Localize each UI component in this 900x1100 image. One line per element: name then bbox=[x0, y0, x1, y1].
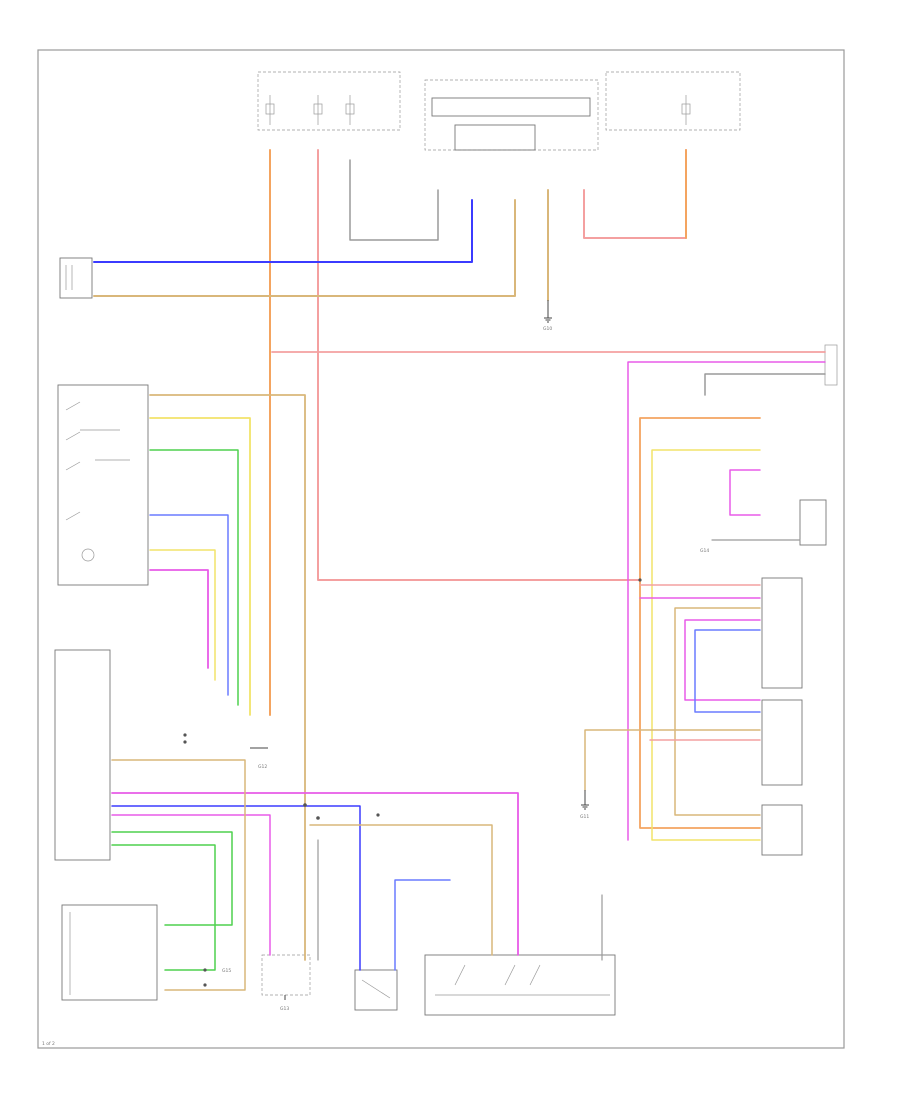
wire-green-switch bbox=[149, 449, 239, 706]
switch-bottom-left bbox=[61, 904, 158, 1001]
bottom-ground-box bbox=[261, 954, 311, 996]
ground-symbol-4: G13 bbox=[280, 995, 289, 1012]
wire-green-cm bbox=[111, 831, 233, 926]
right-connector-top bbox=[824, 344, 838, 386]
diagram-frame bbox=[37, 49, 845, 1049]
control-switch-module bbox=[57, 384, 149, 586]
wire-blue-cm bbox=[111, 805, 361, 971]
wire-magenta-right bbox=[627, 361, 826, 841]
ground-symbol-1: G10 bbox=[543, 300, 552, 332]
bottom-switch-box-right bbox=[424, 954, 616, 1016]
wire-right-m1-e bbox=[694, 629, 761, 713]
bottom-switch-center bbox=[354, 969, 398, 1011]
wire-magenta-switch bbox=[149, 569, 209, 669]
wire-orange-right-mid bbox=[639, 417, 761, 829]
wire-blue-top bbox=[93, 199, 473, 263]
ground-label-4: G13 bbox=[280, 1006, 289, 1012]
wire-gray-right bbox=[704, 373, 826, 396]
fuse-box-right bbox=[605, 71, 741, 131]
wire-yellow-2 bbox=[149, 549, 216, 681]
wire-magenta-right-2 bbox=[729, 469, 761, 516]
wire-pink-left bbox=[317, 149, 641, 581]
control-module-left bbox=[54, 649, 111, 861]
wire-pink-right-top bbox=[583, 149, 687, 239]
right-module-1 bbox=[761, 577, 803, 689]
fuse-box-left bbox=[257, 71, 401, 131]
page-code: 1 of 2 bbox=[42, 1041, 55, 1047]
right-module-3 bbox=[761, 804, 803, 856]
ground-symbol-5: G14 bbox=[700, 548, 709, 554]
switch-top-left bbox=[59, 257, 93, 299]
wire-right-m1-d bbox=[684, 619, 761, 701]
right-sensor bbox=[799, 499, 827, 546]
wire-lightblue-bottom bbox=[394, 879, 451, 971]
ground-label-6: G15 bbox=[222, 968, 231, 974]
ground-label-5: G14 bbox=[700, 548, 709, 554]
wire-tan-cm bbox=[111, 759, 246, 991]
wire-right-m1-c bbox=[674, 607, 761, 816]
ground-symbol-3: G12 bbox=[250, 747, 268, 770]
wire-magenta-cm bbox=[111, 792, 519, 956]
wire-tan-top bbox=[93, 199, 516, 297]
right-module-2 bbox=[761, 699, 803, 786]
ground-label-2: G11 bbox=[580, 814, 589, 820]
relay-box-center bbox=[424, 79, 599, 151]
ground-symbol-2: G11 bbox=[580, 790, 589, 820]
wire-right-m2-a bbox=[584, 729, 761, 791]
wire-yellow-right bbox=[651, 449, 761, 841]
wire-tan-bottom bbox=[309, 824, 493, 956]
wire-magenta-cm-2 bbox=[111, 814, 271, 956]
wire-gray-1 bbox=[349, 159, 439, 241]
wire-blue-switch bbox=[149, 514, 229, 696]
ground-symbol-6: G15 bbox=[222, 968, 231, 974]
wire-tan-switch bbox=[149, 394, 306, 961]
wire-green-cm-2 bbox=[111, 844, 216, 971]
connector-dots bbox=[183, 578, 642, 987]
ground-label-1: G10 bbox=[543, 326, 552, 332]
wire-yellow-switch bbox=[149, 417, 251, 716]
ground-label-3: G12 bbox=[258, 764, 267, 770]
wires bbox=[93, 149, 826, 991]
